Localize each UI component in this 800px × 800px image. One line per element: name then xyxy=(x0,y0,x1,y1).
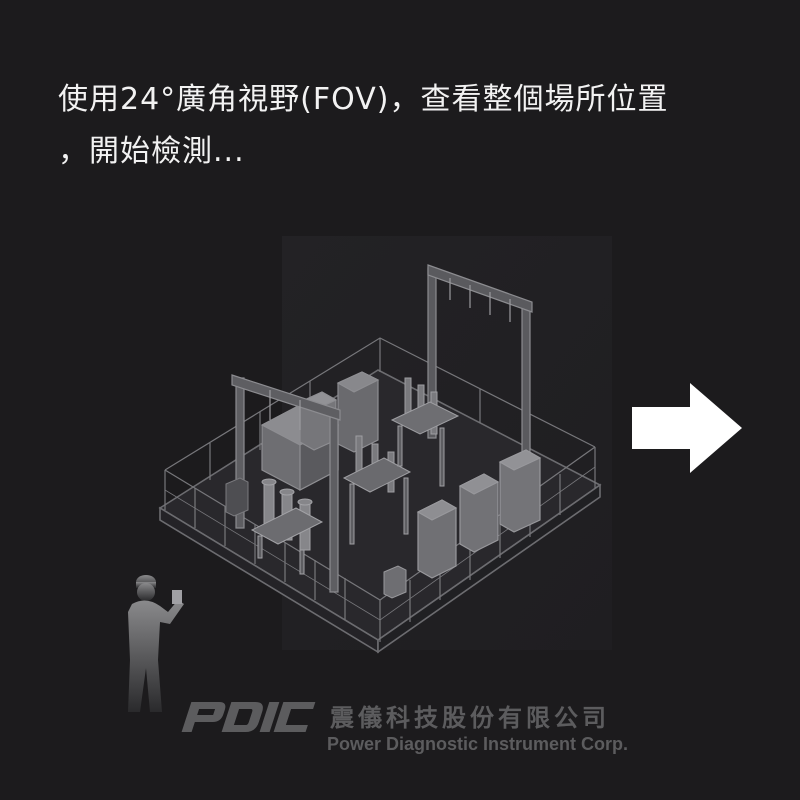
gantry-left xyxy=(231,374,341,593)
platform xyxy=(158,369,602,654)
right-arrow-icon[interactable] xyxy=(632,383,742,473)
bushings-front xyxy=(250,478,324,575)
switchgear-cabinets xyxy=(416,449,542,579)
company-name-english: Power Diagnostic Instrument Corp. xyxy=(327,734,629,754)
company-name-chinese: 震儀科技股份有限公司 xyxy=(330,704,610,732)
caption-text: 使用24°廣角視野(FOV)，查看整個場所位置 ，開始檢測... xyxy=(58,82,669,169)
left-cabinet xyxy=(225,477,249,517)
insulators-center xyxy=(342,377,460,545)
pdic-logo-icon xyxy=(181,702,316,732)
small-box xyxy=(383,565,407,599)
gantry-right xyxy=(427,264,533,466)
worker-silhouette xyxy=(128,575,184,712)
